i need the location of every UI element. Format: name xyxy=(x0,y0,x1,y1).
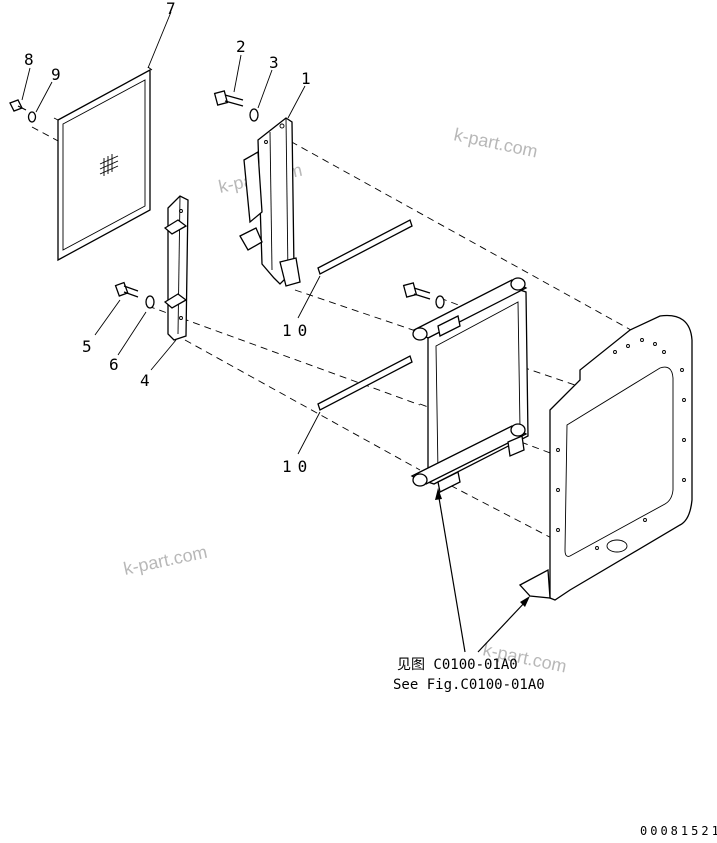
part-label-5: 5 xyxy=(82,337,92,356)
bolt-5-part xyxy=(114,281,139,298)
shroud-plate-part xyxy=(518,314,693,601)
bolt-2-part xyxy=(213,90,244,107)
right-bracket-part xyxy=(239,117,301,287)
part-label-4: 4 xyxy=(140,371,150,390)
leader-lines xyxy=(21,11,321,455)
reference-en: See Fig.C0100-01A0 xyxy=(393,677,545,693)
part-label-2: 2 xyxy=(236,37,246,56)
figure-reference: 见图 C0100-01A0 See Fig.C0100-01A0 xyxy=(393,657,545,693)
watermark: k-part.com xyxy=(122,542,209,579)
part-label-6: 6 xyxy=(109,355,119,374)
reference-arrows xyxy=(435,488,530,653)
part-label-10-lower: 10 xyxy=(282,457,313,476)
seal-strip-lower-part xyxy=(317,355,413,411)
radiator-bolt-part xyxy=(402,282,445,309)
seal-strip-upper-part xyxy=(317,219,413,275)
radiator-core-part xyxy=(410,277,529,493)
part-labels: 7 8 9 2 3 1 5 6 4 10 10 xyxy=(24,0,313,476)
part-label-7: 7 xyxy=(166,0,176,18)
washer-6-part xyxy=(145,295,155,309)
part-label-9: 9 xyxy=(51,65,61,84)
washer-part xyxy=(27,111,37,123)
part-label-10-upper: 10 xyxy=(282,321,313,340)
wing-bolt-part xyxy=(9,99,27,112)
screen-frame-part xyxy=(53,66,153,262)
washer-3-part xyxy=(249,108,259,122)
left-bracket-part xyxy=(163,195,189,341)
drawing-code: 00081521 xyxy=(640,824,717,838)
part-label-1: 1 xyxy=(301,69,311,88)
reference-cn: 见图 C0100-01A0 xyxy=(397,657,518,673)
part-label-8: 8 xyxy=(24,50,34,69)
watermark: k-part.com xyxy=(452,124,539,161)
part-label-3: 3 xyxy=(269,53,279,72)
mesh-icon xyxy=(99,154,119,176)
